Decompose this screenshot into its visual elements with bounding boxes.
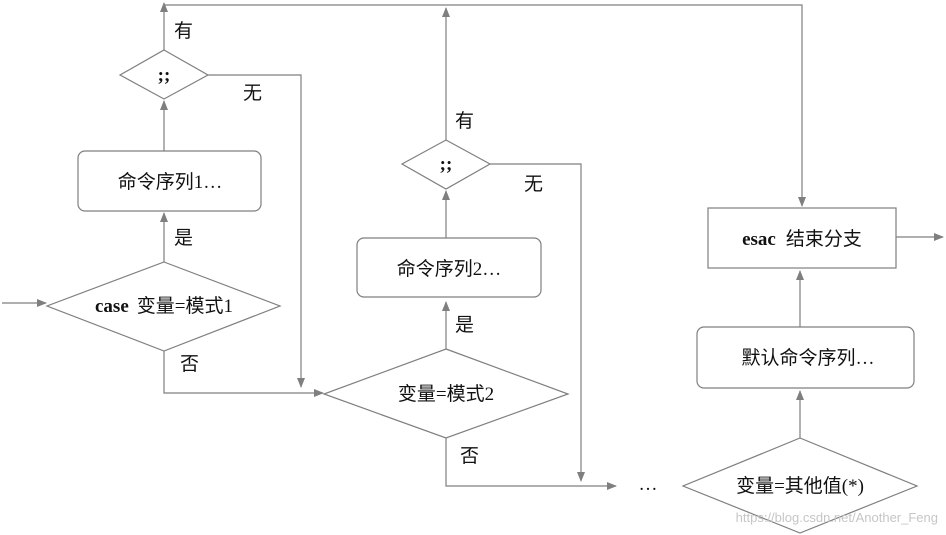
- esac-text: esac 结束分支: [742, 228, 862, 250]
- command-sequence-1-box: [77, 150, 262, 212]
- default-sequence-label: 默认命令序列…: [741, 347, 874, 369]
- esac-end-box: [707, 207, 897, 269]
- double-semicolon-diamond-1: [118, 49, 210, 100]
- edge-label-has-1: 有: [174, 20, 193, 42]
- pattern-2-label: 变量=模式2: [398, 383, 494, 405]
- arrow-none-2: [490, 163, 585, 482]
- command-sequence-2-box: [356, 237, 542, 298]
- default-command-sequence-box: [696, 326, 915, 389]
- case-decision-diamond: [45, 261, 282, 352]
- edge-label-none-2: 无: [524, 174, 543, 195]
- esac-label: 结束分支: [786, 228, 862, 250]
- default-check-label: 变量=其他值(*): [736, 475, 864, 497]
- edge-label-yes-1: 是: [174, 228, 193, 249]
- command-sequence-2-label: 命令序列2…: [397, 258, 502, 280]
- pattern-2-decision-diamond: [322, 348, 570, 439]
- edge-label-yes-2: 是: [455, 315, 474, 336]
- case-condition-label: 变量=模式1: [137, 295, 233, 317]
- arrow-no-2: [445, 438, 617, 490]
- arrow-no-1: [163, 351, 324, 397]
- ellipsis-label: …: [639, 474, 658, 495]
- command-sequence-1-label: 命令序列1…: [118, 171, 223, 193]
- semi-2-label: ;;: [440, 154, 453, 175]
- edge-label-has-2: 有: [455, 110, 474, 132]
- arrow-none-1: [208, 74, 305, 388]
- esac-keyword: esac: [742, 229, 776, 250]
- edge-label-none-1: 无: [243, 83, 262, 104]
- edge-label-no-1: 否: [180, 354, 199, 375]
- double-semicolon-diamond-2: [400, 139, 492, 190]
- top-line-to-esac: [164, 4, 806, 207]
- connectors: [2, 2, 944, 490]
- case-keyword: case: [95, 296, 129, 317]
- watermark-text: https://blog.csdn.net/Another_Feng: [736, 510, 938, 525]
- default-decision-diamond: [681, 437, 919, 534]
- case-decision-text: case 变量=模式1: [95, 295, 233, 317]
- edge-label-no-2: 否: [460, 446, 479, 467]
- semi-1-label: ;;: [158, 65, 171, 86]
